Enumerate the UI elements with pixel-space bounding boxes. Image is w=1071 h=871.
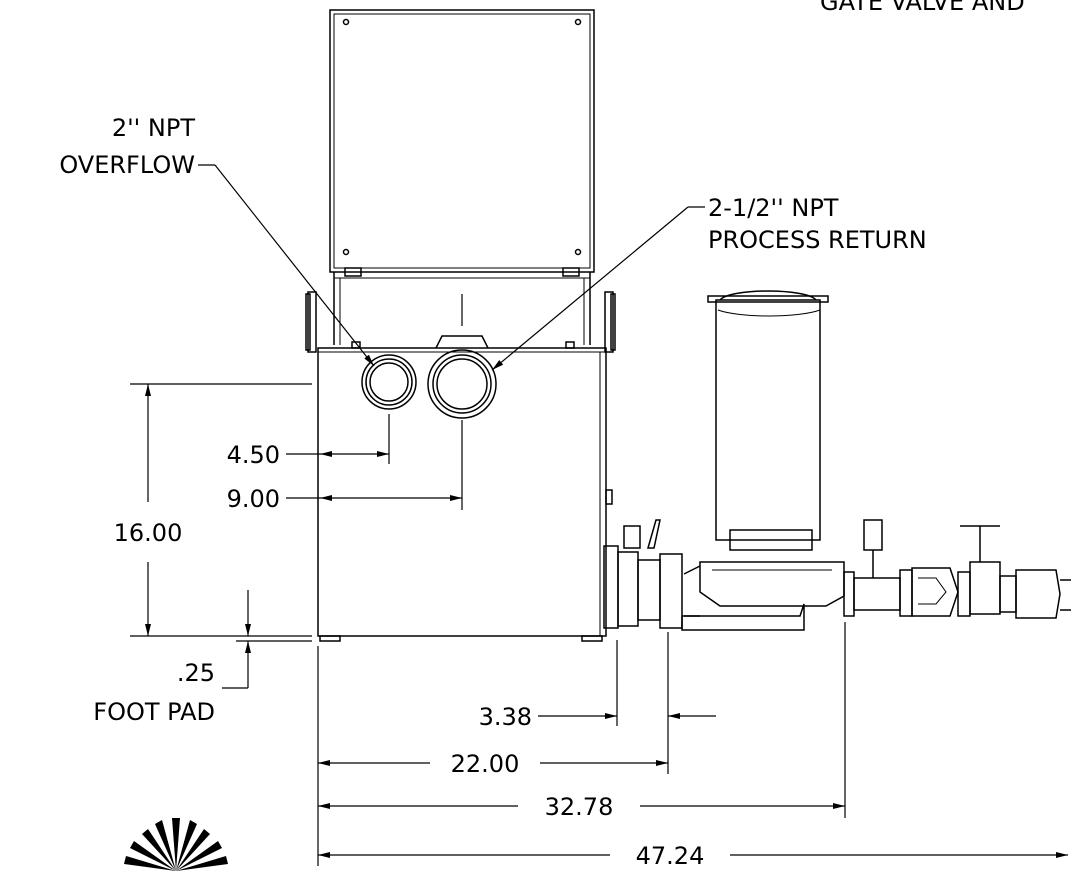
overflow-port <box>361 354 417 410</box>
pump-assembly <box>603 290 1071 631</box>
tank <box>317 294 613 642</box>
control-panel <box>329 9 595 345</box>
dimension-lines <box>130 383 1068 866</box>
dim-9-00: 9.00 <box>227 485 280 513</box>
dim-3-38: 3.38 <box>479 703 532 731</box>
dim-0-25: .25 <box>177 659 215 687</box>
mounting-flanges <box>305 291 616 353</box>
overflow-label: OVERFLOW <box>59 151 195 179</box>
dim-47-24: 47.24 <box>636 842 705 870</box>
callout-leaders <box>198 164 705 371</box>
header-partial-title: GATE VALVE AND <box>820 0 1025 16</box>
dim-4-50: 4.50 <box>227 441 280 469</box>
process-return-port <box>427 349 497 419</box>
foot-pad-label: FOOT PAD <box>93 698 215 726</box>
dim-16-00: 16.00 <box>114 519 183 547</box>
dim-22-00: 22.00 <box>451 750 520 778</box>
dim-32-78: 32.78 <box>545 793 614 821</box>
process-return-size-label: 2-1/2'' NPT <box>708 194 839 222</box>
process-return-label: PROCESS RETURN <box>708 226 927 254</box>
sunburst-logo-icon <box>124 818 228 871</box>
overflow-size-label: 2'' NPT <box>112 114 196 142</box>
